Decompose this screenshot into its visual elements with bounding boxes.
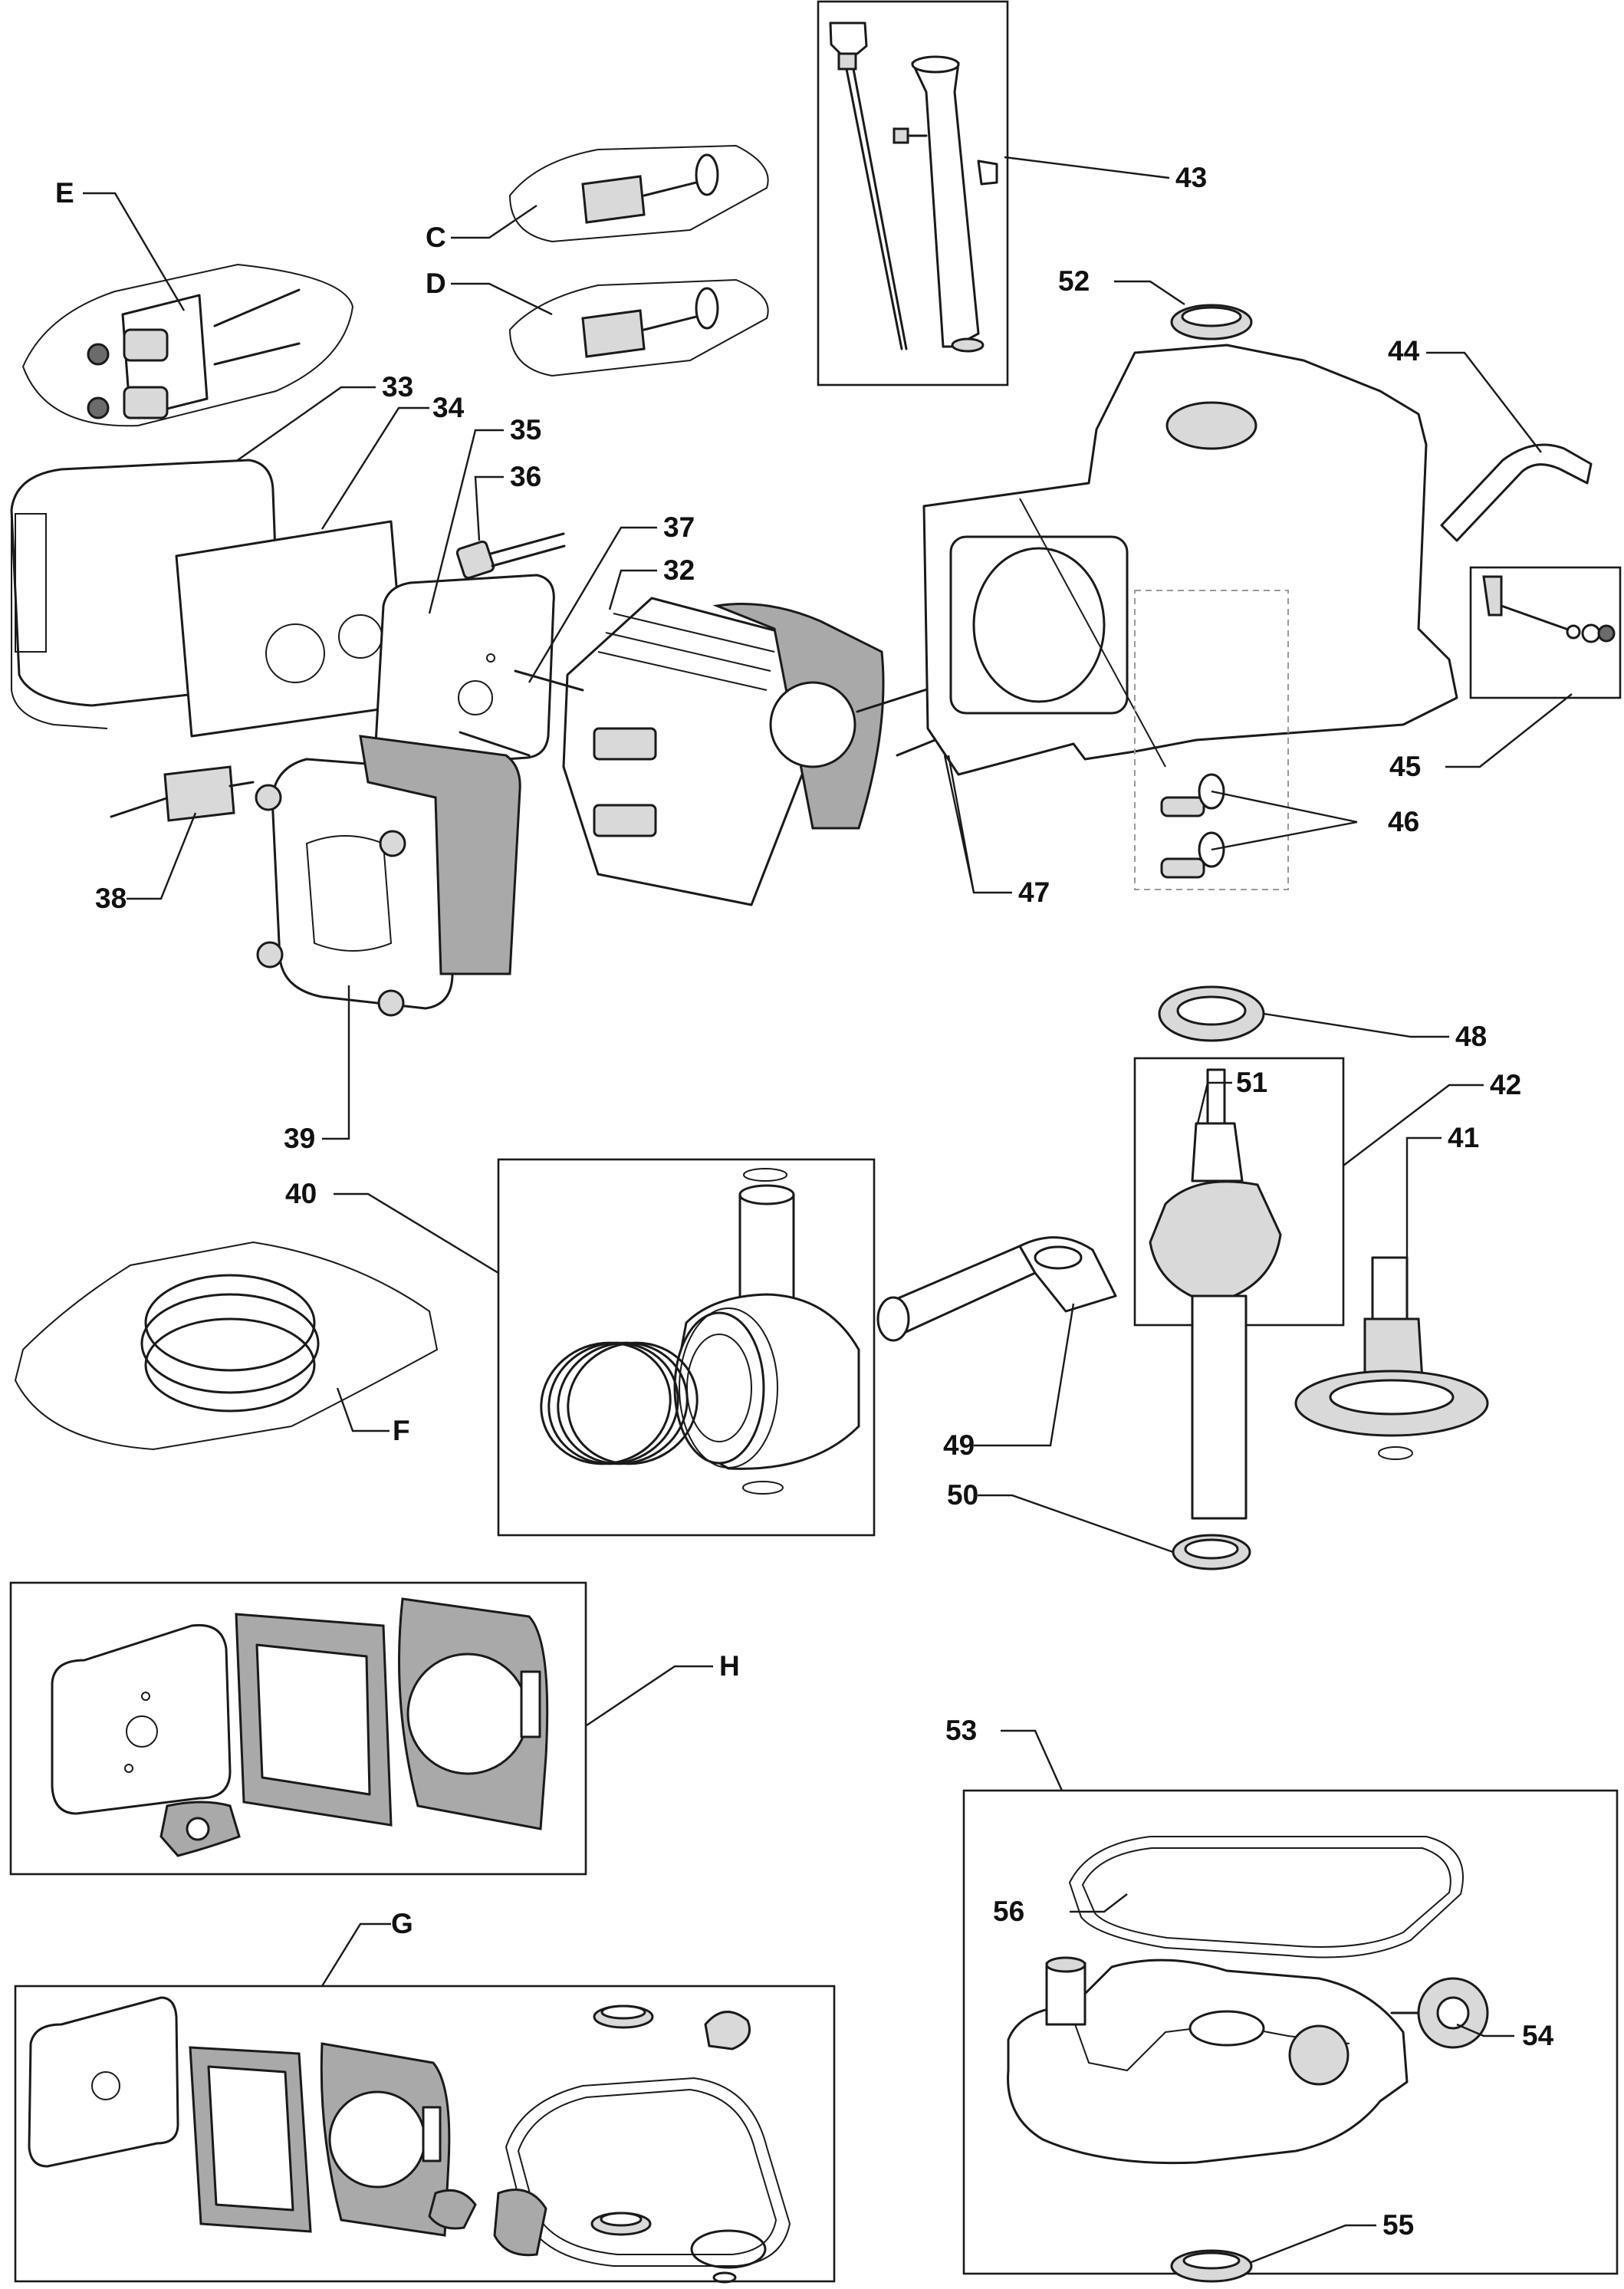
callout-F: F bbox=[393, 1415, 410, 1446]
callout-56: 56 bbox=[993, 1896, 1024, 1927]
part-32-cylinder-head bbox=[562, 597, 885, 906]
part-engine-block bbox=[922, 344, 1458, 890]
box-H-gasket-kit bbox=[9, 1581, 587, 1876]
callout-39: 39 bbox=[284, 1123, 315, 1154]
callout-38: 38 bbox=[95, 883, 127, 914]
part-38-spark-plug bbox=[110, 765, 255, 822]
callout-37: 37 bbox=[663, 511, 695, 543]
part-50-thrust-washer bbox=[1172, 1534, 1251, 1570]
box-G-gasket-kit bbox=[14, 1985, 836, 2284]
box-40-piston-group bbox=[497, 1158, 876, 1537]
callout-32: 32 bbox=[663, 554, 695, 586]
callout-E: E bbox=[55, 177, 74, 209]
part-52-oil-seal bbox=[1170, 304, 1253, 340]
callout-43: 43 bbox=[1175, 162, 1207, 193]
box-45-choke-group bbox=[1469, 566, 1622, 699]
callout-52: 52 bbox=[1058, 265, 1090, 297]
box-43-dipstick-group bbox=[817, 0, 1009, 386]
callout-53: 53 bbox=[945, 1715, 977, 1746]
callout-48: 48 bbox=[1455, 1021, 1487, 1052]
callout-G: G bbox=[391, 1908, 413, 1939]
part-35-gasket bbox=[374, 574, 555, 768]
box-53-crankcase-cover-group bbox=[962, 1789, 1619, 2283]
callout-D: D bbox=[426, 268, 446, 299]
part-F-piston-rings-bag bbox=[14, 1241, 439, 1451]
part-39-valve-cover bbox=[255, 735, 521, 1017]
part-44-breather-hose bbox=[1440, 443, 1593, 542]
part-41-camshaft bbox=[1294, 1256, 1489, 1460]
part-36-bolt bbox=[455, 532, 566, 580]
callout-49: 49 bbox=[943, 1429, 975, 1461]
callout-41: 41 bbox=[1448, 1122, 1479, 1153]
callout-36: 36 bbox=[510, 461, 541, 492]
part-42-crankshaft bbox=[1149, 1068, 1282, 1520]
part-D-valve-bag bbox=[508, 278, 769, 377]
part-34-muffler bbox=[175, 520, 408, 738]
callout-47: 47 bbox=[1018, 876, 1050, 908]
callout-50: 50 bbox=[947, 1479, 978, 1511]
callout-40: 40 bbox=[285, 1178, 317, 1209]
part-46-dowel-pins bbox=[1160, 773, 1225, 879]
part-48-bearing bbox=[1158, 985, 1265, 1042]
callout-54: 54 bbox=[1522, 2020, 1554, 2051]
callout-46: 46 bbox=[1388, 806, 1419, 837]
callout-C: C bbox=[426, 222, 446, 253]
callout-34: 34 bbox=[432, 392, 465, 423]
callout-44: 44 bbox=[1388, 335, 1420, 367]
callout-H: H bbox=[719, 1650, 740, 1682]
callout-33: 33 bbox=[382, 371, 413, 403]
callout-labels: E C D 43 52 44 33 34 35 36 37 32 45 46 3… bbox=[55, 162, 1554, 2241]
callout-35: 35 bbox=[510, 414, 541, 446]
part-E-rocker-kit bbox=[21, 263, 354, 427]
callout-42: 42 bbox=[1490, 1069, 1521, 1100]
leader-lines bbox=[83, 156, 1573, 2264]
callout-51: 51 bbox=[1236, 1067, 1267, 1098]
part-49-connecting-rod bbox=[876, 1236, 1117, 1342]
callout-55: 55 bbox=[1382, 2209, 1414, 2241]
part-C-valve-bag bbox=[508, 144, 769, 243]
callout-45: 45 bbox=[1389, 751, 1421, 782]
part-37-studs bbox=[459, 669, 584, 757]
